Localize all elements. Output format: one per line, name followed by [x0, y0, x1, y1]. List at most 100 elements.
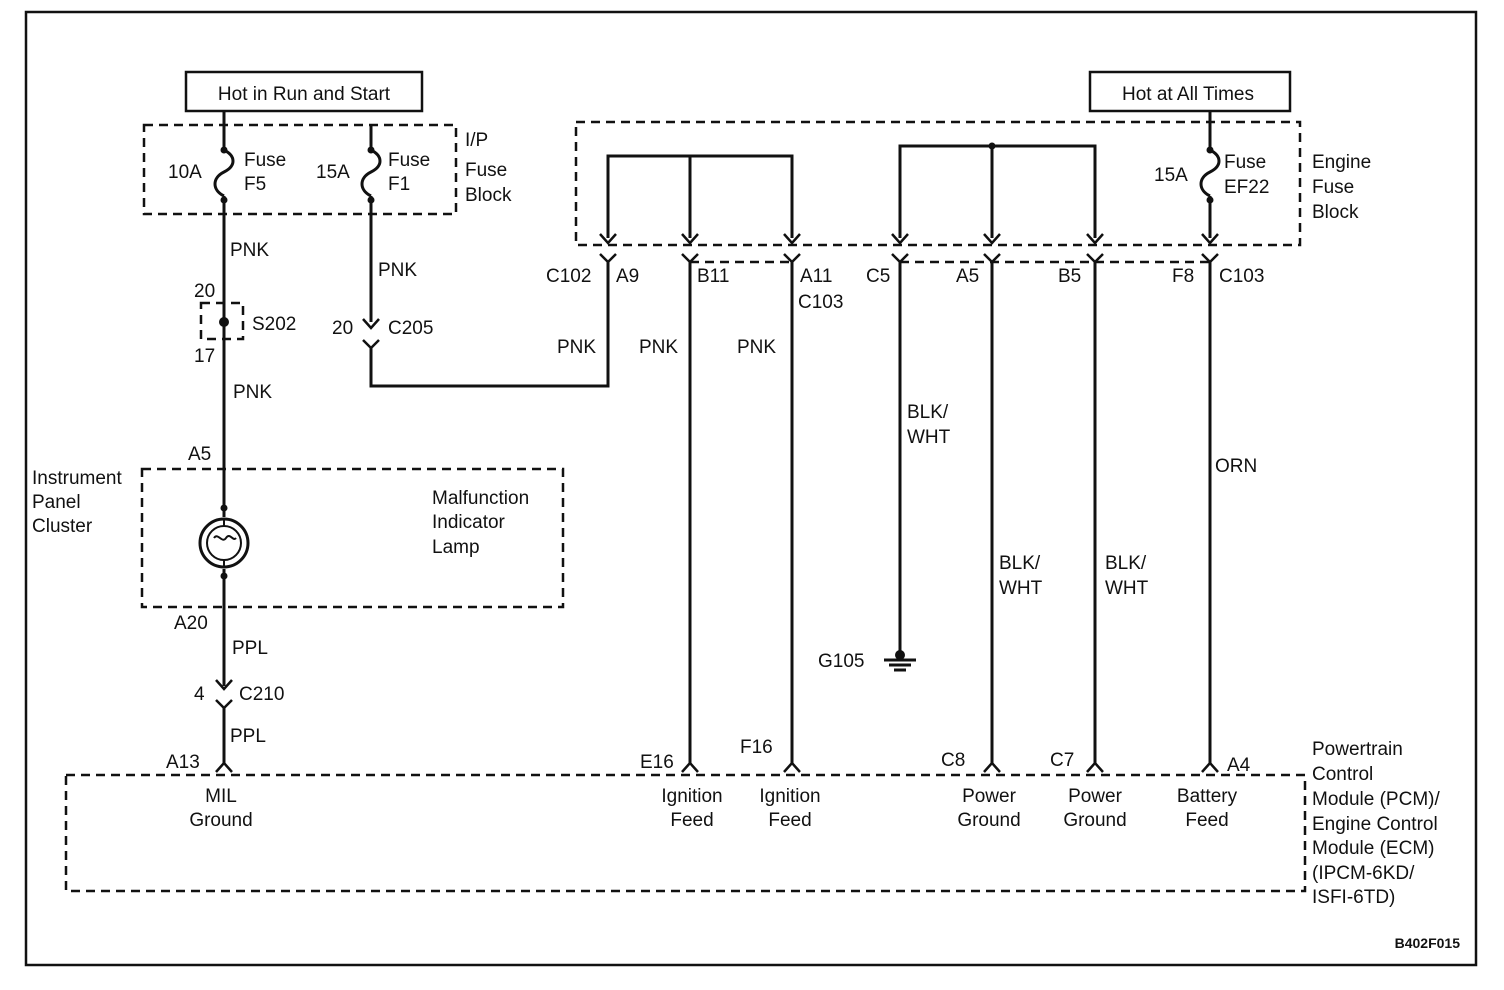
fuse-f5-icon [213, 148, 235, 198]
pcm-label-6: (IPCM-6KD/ [1312, 863, 1415, 884]
pcm-term-pg1-2: Ground [957, 810, 1020, 831]
fuse-f1-name-1: Fuse [388, 150, 430, 171]
ip-fuse-block-label-1: I/P [465, 130, 488, 151]
pcm-term-ign2-1: Ignition [759, 786, 820, 807]
pcm-label-7: ISFI-6TD) [1312, 887, 1395, 908]
cluster-label-3: Cluster [32, 516, 93, 537]
pcm-pin-a13: A13 [166, 752, 200, 773]
c210-name: C210 [239, 684, 284, 705]
wire-label-pnk-s202: PNK [233, 382, 272, 403]
pcm-pin-c8: C8 [941, 750, 965, 771]
c205-pin: 20 [332, 318, 353, 339]
fuse-f1-icon [360, 148, 382, 198]
ground-g105: G105 [818, 650, 916, 672]
pcm-term-mil-1: MIL [205, 786, 237, 807]
ground-label: G105 [818, 651, 864, 672]
pcm-pin-c7: C7 [1050, 750, 1074, 771]
wire-label-pnk-a9: PNK [557, 337, 596, 358]
pcm-label-3: Module (PCM)/ [1312, 789, 1440, 810]
fuse-f5: 10A Fuse F5 [168, 111, 286, 300]
fuse-ef22-name-2: EF22 [1224, 177, 1269, 198]
cluster-label-2: Panel [32, 492, 81, 513]
pin-b11: B11 [697, 266, 729, 287]
lamp-label-3: Lamp [432, 537, 480, 558]
pin-a9: A9 [616, 266, 639, 287]
lamp-label-2: Indicator [432, 512, 506, 533]
pcm-term-pg2-1: Power [1068, 786, 1123, 807]
fuse-f1-name-2: F1 [388, 174, 410, 195]
pcm-label-2: Control [1312, 764, 1373, 785]
pin-a11: A11 [800, 266, 832, 287]
c102-label: C102 [546, 266, 591, 287]
pcm-pin-e16: E16 [640, 752, 674, 773]
ip-fuse-block-label-2: Fuse [465, 160, 507, 181]
pin-c5: C5 [866, 266, 890, 287]
cluster-pin-a5: A5 [188, 444, 211, 465]
hot-at-all-times-label: Hot at All Times [1122, 84, 1254, 105]
wire-label-blk-wht-c8-1: BLK/ [999, 553, 1041, 574]
instrument-panel-cluster: Instrument Panel Cluster Malfunction Ind… [32, 444, 565, 634]
pcm-term-mil-2: Ground [189, 810, 252, 831]
pcm-term-ign2-2: Feed [768, 810, 811, 831]
engine-fuse-bus-right [898, 144, 1097, 238]
fuse-ef22-rating: 15A [1154, 165, 1188, 186]
pcm-term-batt-1: Battery [1177, 786, 1238, 807]
fuse-f5-name-1: Fuse [244, 150, 286, 171]
engine-fuse-block-label-1: Engine [1312, 152, 1371, 173]
wire-label-blk-wht-c7-1: BLK/ [1105, 553, 1147, 574]
engine-fuse-block-label-2: Fuse [1312, 177, 1354, 198]
pcm-label-5: Module (ECM) [1312, 838, 1434, 859]
wire-label-blk-wht-c5-2: WHT [907, 427, 951, 448]
splice-pin-bottom: 17 [194, 346, 215, 367]
c103-right-label: C103 [1219, 266, 1264, 287]
hot-in-run-start-label: Hot in Run and Start [218, 84, 391, 105]
connector-row-engine [599, 233, 1219, 264]
splice-name: S202 [252, 314, 296, 335]
fuse-f5-name-2: F5 [244, 174, 266, 195]
engine-fuse-block: Engine Fuse Block [574, 120, 1371, 247]
wire-label-orn: ORN [1215, 456, 1257, 477]
connector-c205: 20 C205 [332, 262, 610, 388]
wire-label-ppl-c210: PPL [230, 726, 266, 747]
pcm-label-4: Engine Control [1312, 814, 1438, 835]
pcm-term-pg2-2: Ground [1063, 810, 1126, 831]
c103-mid-label: C103 [798, 292, 843, 313]
wire-label-blk-wht-c8-2: WHT [999, 578, 1043, 599]
diagram-frame [24, 10, 1478, 967]
fuse-ef22: 15A Fuse EF22 [1154, 111, 1269, 238]
fuse-ef22-icon [1199, 148, 1221, 198]
connector-c210: 4 C210 [194, 679, 284, 765]
pin-f8: F8 [1172, 266, 1194, 287]
wire-label-pnk-f5: PNK [230, 240, 269, 261]
c210-pin: 4 [194, 684, 205, 705]
engine-fuse-block-label-3: Block [1312, 202, 1359, 223]
pcm-term-batt-2: Feed [1185, 810, 1228, 831]
pcm-pin-f16: F16 [740, 737, 773, 758]
fuse-f5-rating: 10A [168, 162, 202, 183]
pcm-pin-a4: A4 [1227, 755, 1251, 776]
splice-pin-top: 20 [194, 281, 215, 302]
pin-b5: B5 [1058, 266, 1081, 287]
pcm-term-ign1-1: Ignition [661, 786, 722, 807]
ip-fuse-block-label-3: Block [465, 185, 512, 206]
pcm-ecm-module: A13 E16 F16 C8 C7 A4 MIL Ground Ignition… [64, 737, 1440, 908]
ip-fuse-block: I/P Fuse Block [142, 123, 512, 216]
cluster-label-1: Instrument [32, 468, 122, 489]
c205-name: C205 [388, 318, 433, 339]
wire-label-blk-wht-c5-1: BLK/ [907, 402, 949, 423]
mil-lamp-icon [198, 465, 250, 686]
engine-fuse-bus-left [606, 154, 794, 238]
wire-label-pnk-f1: PNK [378, 260, 417, 281]
pcm-term-ign1-2: Feed [670, 810, 713, 831]
wire-label-pnk-b11: PNK [639, 337, 678, 358]
lamp-label-1: Malfunction [432, 488, 529, 509]
figure-id: B402F015 [1395, 935, 1461, 951]
wire-label-ppl-a20: PPL [232, 638, 268, 659]
hot-at-all-times-box: Hot at All Times [1088, 70, 1292, 113]
fuse-f1-rating: 15A [316, 162, 350, 183]
fuse-ef22-name-1: Fuse [1224, 152, 1266, 173]
cluster-pin-a20: A20 [174, 613, 208, 634]
wire-label-pnk-a11: PNK [737, 337, 776, 358]
wire-label-blk-wht-c7-2: WHT [1105, 578, 1149, 599]
